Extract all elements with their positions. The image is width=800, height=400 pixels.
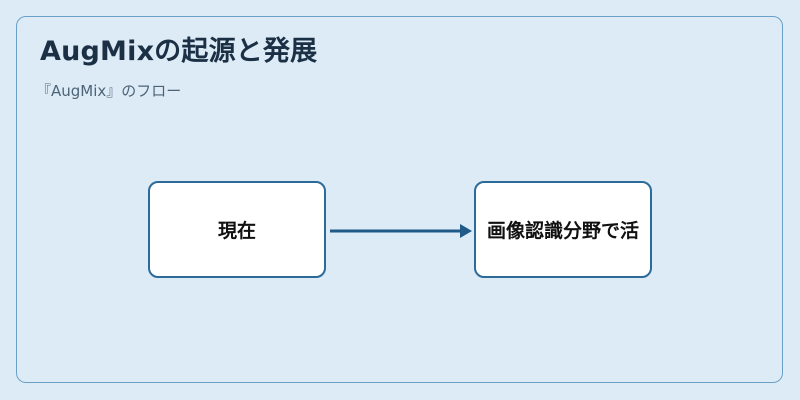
flow-node-current: 現在 [148, 181, 326, 278]
page-title: AugMixの起源と発展 [40, 36, 318, 67]
flow-node-image-recognition: 画像認識分野で活 [474, 181, 652, 278]
flow-node-label: 画像認識分野で活 [486, 220, 639, 242]
flow-node-label: 現在 [217, 220, 256, 242]
page-subtitle: 『AugMix』のフロー [36, 82, 182, 100]
diagram-card [16, 16, 783, 383]
